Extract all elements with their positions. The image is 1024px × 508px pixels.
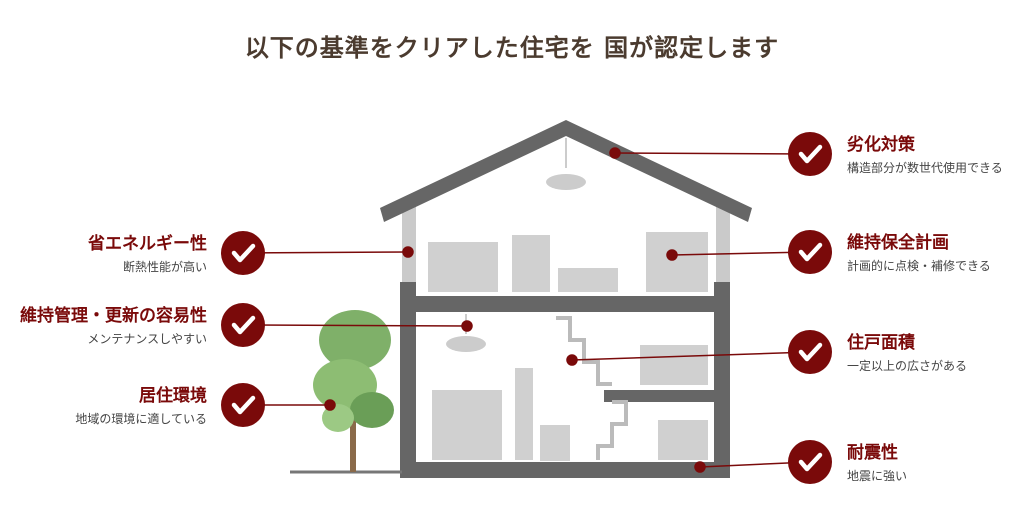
house-icon (290, 120, 752, 478)
criterion-left-2: 居住環境地域の環境に適している (75, 381, 207, 427)
anchor-dot (324, 399, 336, 411)
criterion-title: 維持管理・更新の容易性 (20, 306, 207, 326)
check-icon (221, 303, 265, 347)
criterion-subtitle: 構造部分が数世代使用できる (847, 161, 1003, 175)
check-icon (221, 231, 265, 275)
check-icon (788, 230, 832, 274)
connector-line (571, 351, 811, 361)
check-icon (788, 132, 832, 176)
criterion-subtitle: 地域の環境に適している (75, 412, 207, 426)
criterion-subtitle: 計画的に点検・補修できる (847, 259, 991, 273)
criterion-subtitle: 断熱性能が高い (122, 260, 207, 274)
check-icon (788, 440, 832, 484)
anchor-dot (566, 354, 578, 366)
criterion-left-1: 維持管理・更新の容易性メンテナンスしやすい (20, 301, 207, 347)
criterion-title: 省エネルギー性 (88, 234, 207, 254)
anchor-dot (402, 246, 414, 258)
criterion-left-0: 省エネルギー性断熱性能が高い (88, 229, 207, 275)
anchor-dot (609, 147, 621, 159)
criterion-right-1: 維持保全計画計画的に点検・補修できる (847, 228, 991, 274)
criterion-subtitle: 地震に強い (847, 469, 908, 483)
criterion-subtitle: 一定以上の広さがある (847, 359, 968, 373)
anchor-dot (461, 320, 473, 332)
page-title: 以下の基準をクリアした住宅を 国が認定します (244, 34, 780, 62)
anchor-dot (666, 249, 678, 261)
anchor-dot (694, 461, 706, 473)
connector-line (242, 251, 409, 254)
criterion-title: 住戸面積 (847, 333, 915, 353)
criterion-title: 維持保全計画 (847, 233, 949, 253)
tree-icon (313, 310, 394, 472)
check-icon (221, 383, 265, 427)
criterion-title: 耐震性 (847, 443, 898, 463)
criterion-subtitle: メンテナンスしやすい (87, 332, 207, 346)
connector-line (242, 324, 468, 327)
criterion-right-2: 住戸面積一定以上の広さがある (847, 328, 967, 374)
criterion-title: 居住環境 (139, 386, 207, 406)
criterion-right-0: 劣化対策構造部分が数世代使用できる (847, 130, 1003, 176)
connector-line (671, 251, 811, 256)
criterion-right-3: 耐震性地震に強い (847, 438, 907, 484)
connector-line (614, 152, 811, 155)
check-icon (788, 330, 832, 374)
criterion-title: 劣化対策 (847, 135, 915, 155)
